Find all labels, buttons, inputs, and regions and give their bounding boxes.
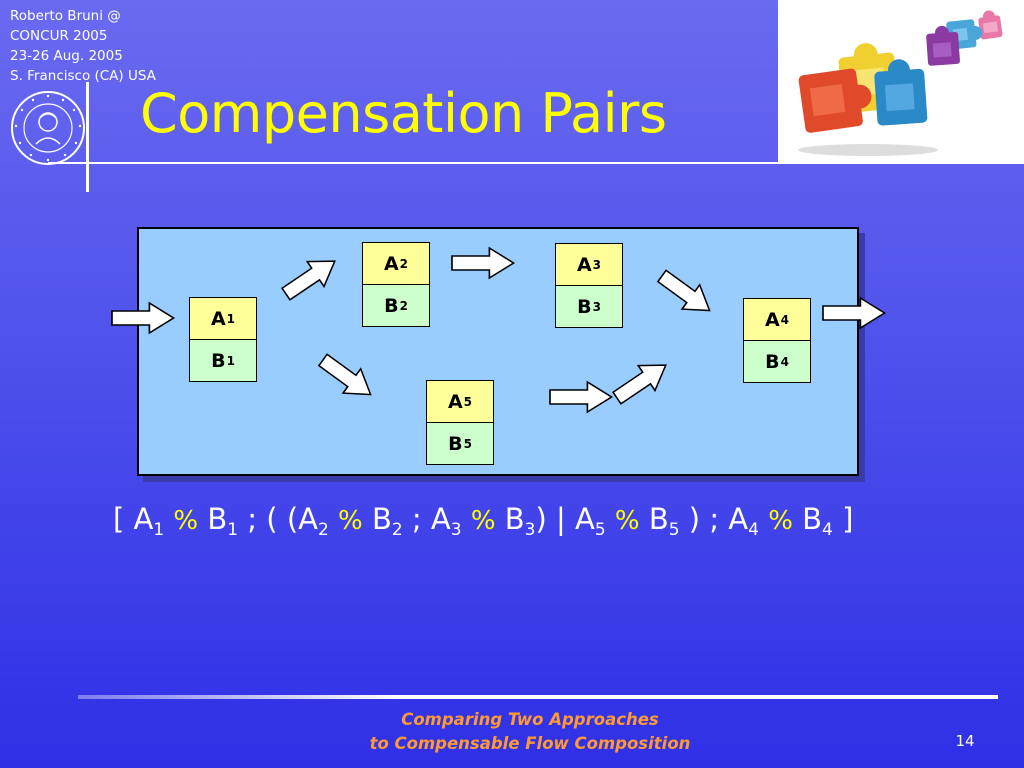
formula-text: ) ; A: [679, 502, 749, 536]
formula-subscript: 5: [668, 520, 680, 540]
slide-title: Compensation Pairs: [140, 82, 667, 145]
formula-compensation-operator: %: [470, 506, 496, 536]
formula-subscript: 3: [524, 520, 536, 540]
formula-text: [462, 502, 471, 536]
formula-subscript: 1: [227, 520, 239, 540]
formula-compensation-operator: %: [338, 506, 363, 536]
formula-text: B: [495, 502, 525, 536]
header-horizontal-rule: [48, 162, 1024, 164]
conference-info: Roberto Bruni @ CONCUR 2005 23-26 Aug. 2…: [10, 6, 156, 86]
formula-text: [606, 502, 615, 536]
formula-compensation-operator: %: [768, 506, 793, 536]
formula-text: [759, 502, 768, 536]
formula-subscript: 1: [153, 520, 165, 540]
footer-rule: [78, 695, 998, 699]
conference-line-2: CONCUR 2005: [10, 28, 108, 44]
formula-text: ; A: [402, 502, 451, 536]
composition-formula: [ A1 % B1 ; ( (A2 % B2 ; A3 % B3) | A5 %…: [113, 502, 853, 540]
formula-compensation-operator: %: [173, 506, 199, 536]
header-vertical-rule: [86, 82, 89, 192]
footer-title-line-2: to Compensable Flow Composition: [369, 734, 691, 753]
formula-text: B: [639, 502, 669, 536]
formula-text: [329, 502, 338, 536]
formula-text: B: [198, 502, 228, 536]
page-number: 14: [955, 732, 975, 750]
footer-title-line-1: Comparing Two Approaches: [401, 710, 659, 729]
formula-text: ]: [832, 502, 854, 536]
puzzle-pieces-icon: [798, 10, 1003, 156]
formula-subscript: 2: [318, 520, 329, 540]
formula-text: [ A: [113, 502, 154, 536]
formula-text: ; ( (A: [238, 502, 318, 536]
formula-text: B: [792, 502, 823, 536]
formula-compensation-operator: %: [614, 506, 640, 536]
formula-text: ) | A: [535, 502, 595, 536]
conference-line-4: S. Francisco (CA) USA: [10, 68, 156, 84]
formula-text: B: [362, 502, 392, 536]
formula-subscript: 4: [822, 520, 833, 540]
formula-subscript: 3: [450, 520, 462, 540]
conference-line-1: Roberto Bruni @: [10, 8, 121, 24]
university-seal-icon: [11, 91, 85, 165]
puzzle-panel: [778, 0, 1024, 162]
conference-line-3: 23-26 Aug. 2005: [10, 48, 123, 64]
formula-subscript: 5: [594, 520, 606, 540]
footer-title: Comparing Two Approaches to Compensable …: [300, 708, 760, 756]
formula-subscript: 4: [748, 520, 759, 540]
formula-subscript: 2: [391, 520, 403, 540]
